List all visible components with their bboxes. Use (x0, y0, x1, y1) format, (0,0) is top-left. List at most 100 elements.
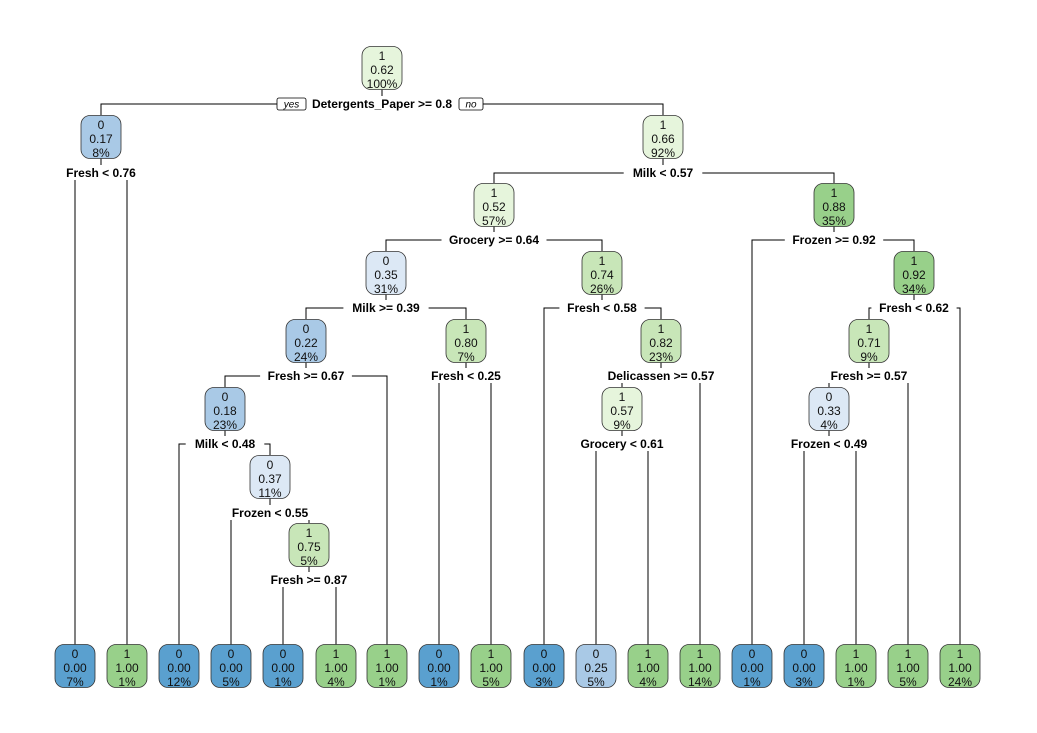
node-class: 1 (658, 322, 665, 336)
leaf-6: 11.004% (315, 644, 357, 689)
node-box (106, 644, 148, 688)
node-box (679, 644, 721, 688)
split-label-bg (185, 436, 265, 451)
node-class: 0 (801, 647, 808, 661)
leaf-7: 11.001% (366, 644, 408, 689)
node-box (262, 644, 304, 688)
node-prob: 0.18 (213, 404, 237, 418)
node-prob: 0.00 (740, 661, 764, 675)
node-percent: 5% (222, 675, 240, 689)
node-class: 1 (333, 647, 340, 661)
node-percent: 11% (258, 486, 281, 500)
leaf-12: 11.004% (627, 644, 669, 689)
split-label-n27: Delicassen >= 0.57 (608, 369, 715, 383)
split-label-n25: Fresh < 0.25 (431, 369, 501, 383)
split-label-bg (598, 368, 724, 383)
edge-branch (282, 579, 337, 645)
node-percent: 7% (66, 675, 84, 689)
node-percent: 1% (274, 675, 292, 689)
split-label-n2: Fresh < 0.76 (66, 166, 136, 180)
node-percent: 14% (688, 675, 712, 689)
node-class: 0 (222, 390, 229, 404)
node-box (210, 644, 252, 688)
node-class: 1 (831, 186, 838, 200)
node-percent: 24% (294, 350, 318, 364)
node-class: 0 (98, 118, 105, 132)
node-percent: 7% (457, 350, 475, 364)
node-prob: 0.35 (374, 268, 398, 282)
node-box (783, 644, 825, 688)
node-prob: 0.75 (297, 540, 321, 554)
node-percent: 1% (378, 675, 396, 689)
node-prob: 1.00 (375, 661, 399, 675)
node-prob: 1.00 (324, 661, 348, 675)
node-box (158, 644, 200, 688)
node-class: 0 (593, 647, 600, 661)
node-box (249, 455, 291, 499)
node-prob: 1.00 (948, 661, 972, 675)
node-percent: 4% (327, 675, 345, 689)
node-prob: 0.22 (294, 336, 318, 350)
split-label-bg (623, 165, 703, 180)
node-box (627, 644, 669, 688)
leaf-11: 00.255% (575, 644, 617, 689)
node-class: 1 (697, 647, 704, 661)
node-percent: 9% (860, 350, 878, 364)
leaf-4: 00.005% (210, 644, 252, 689)
edge-branch (803, 443, 857, 645)
split-label-n7: Frozen >= 0.92 (792, 233, 876, 247)
node-prob: 0.00 (271, 661, 295, 675)
node-box (581, 251, 623, 295)
node-prob: 1.00 (896, 661, 920, 675)
node-box (848, 319, 890, 363)
leaf-5: 00.001% (262, 644, 304, 689)
leaf-17: 11.005% (887, 644, 929, 689)
edge-branch (595, 443, 649, 645)
tree-nodes: 10.62100%00.178%10.6692%10.5257%10.8835%… (80, 46, 935, 568)
node-class: 0 (228, 647, 235, 661)
edge-branch (74, 172, 128, 645)
node-class: 1 (124, 647, 131, 661)
split-label-bg (303, 96, 461, 111)
node-percent: 9% (613, 418, 631, 432)
split-label-n48: Milk < 0.48 (195, 437, 256, 451)
split-label-bg (423, 368, 509, 383)
node-box (601, 387, 643, 431)
node-percent: 5% (300, 554, 318, 568)
node-class: 0 (749, 647, 756, 661)
yes-label-box (276, 97, 307, 111)
node-n30: 10.719% (848, 319, 890, 364)
node-class: 1 (619, 390, 626, 404)
split-label-bg (224, 505, 316, 520)
node-percent: 8% (92, 146, 110, 160)
yes-no-labels: yes no (276, 97, 484, 111)
leaf-15: 00.003% (783, 644, 825, 689)
node-prob: 0.00 (167, 661, 191, 675)
node-prob: 0.17 (89, 132, 113, 146)
node-class: 0 (541, 647, 548, 661)
node-class: 0 (280, 647, 287, 661)
node-box (365, 251, 407, 295)
split-label-n24: Fresh >= 0.67 (268, 369, 345, 383)
split-label-n3: Milk < 0.57 (633, 166, 694, 180)
node-percent: 3% (795, 675, 813, 689)
node-n2: 00.178% (80, 115, 122, 160)
node-box (887, 644, 929, 688)
node-prob: 0.88 (822, 200, 846, 214)
node-class: 0 (303, 322, 310, 336)
leaf-2: 11.001% (106, 644, 148, 689)
node-prob: 0.00 (792, 661, 816, 675)
node-percent: 1% (847, 675, 865, 689)
node-prob: 0.00 (427, 661, 451, 675)
node-box (366, 644, 408, 688)
node-prob: 0.00 (219, 661, 243, 675)
node-class: 1 (488, 647, 495, 661)
node-class: 1 (957, 647, 964, 661)
node-prob: 0.37 (258, 472, 282, 486)
leaf-8: 00.001% (418, 644, 460, 689)
tree-edges (74, 89, 961, 645)
node-percent: 12% (167, 675, 191, 689)
